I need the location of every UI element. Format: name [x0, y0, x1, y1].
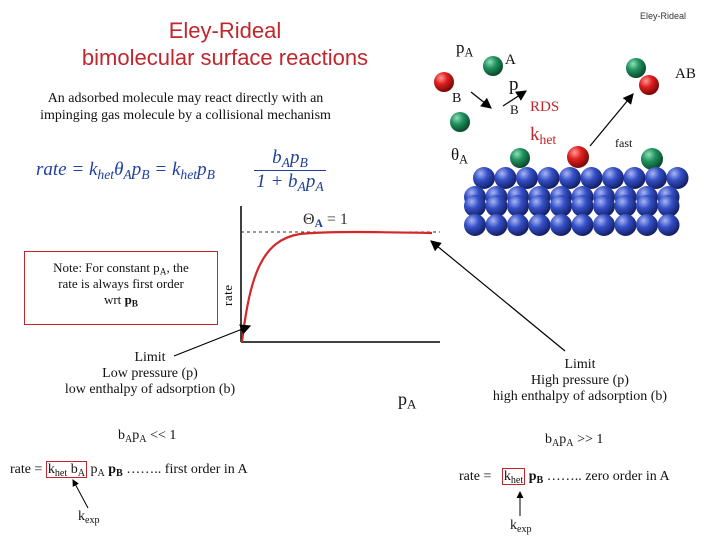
surface-atom [666, 167, 689, 189]
surface-atom [636, 195, 658, 217]
adsorbate-right-green [641, 148, 663, 170]
arrow-to-ab [589, 93, 634, 147]
surface-atom [464, 195, 486, 217]
surface-atom [593, 214, 615, 236]
label-B2: B [510, 102, 519, 117]
gas-molecule-B [434, 72, 454, 92]
title-line-2: bimolecular surface reactions [81, 45, 369, 70]
label-rds: RDS [530, 99, 560, 115]
surface-atom [657, 195, 680, 217]
surface-atom [593, 195, 615, 217]
label-pA: pA [456, 38, 474, 60]
surface-atom [485, 214, 508, 236]
eq-k: k [88, 159, 98, 180]
surface-atom [571, 195, 594, 217]
surface-lattice [464, 167, 689, 236]
label-AB: AB [675, 66, 696, 82]
rate-equation: rate = khetθApB = khetpB bApB 1 + bApA [36, 147, 336, 195]
high-khet-box: khet [501, 468, 526, 486]
surface-atom [485, 195, 508, 217]
note-line-1: Note: For constant pA, the [53, 260, 189, 278]
arrow-rds [502, 90, 528, 107]
surface-atom [528, 214, 551, 236]
low-rate-expression: rate = khet bA pA pB …….. first order in… [10, 461, 248, 479]
note-box: Note: For constant pA, the rate is alway… [24, 251, 218, 325]
title-line-1: Eley-Rideal [168, 18, 282, 43]
surface-atom [571, 214, 594, 236]
label-thetaA: θA [451, 145, 468, 167]
label-khet: khet [530, 124, 557, 147]
page-title: Eley-Rideal bimolecular surface reaction… [60, 17, 390, 71]
arrow-high-limit [430, 240, 566, 352]
surface-atom [614, 195, 637, 217]
product-AB-green [626, 58, 646, 78]
low-khet-box: khet bA [45, 461, 87, 479]
eq-theta: θ [114, 159, 124, 180]
eq-fraction: bApB 1 + bApA [254, 147, 326, 193]
surface-atom [657, 214, 680, 236]
intro-text: An adsorbed molecule may react directly … [40, 91, 331, 123]
label-fast: fast [615, 136, 633, 150]
limit-low-text: Limit Low pressure (p) low enthalpy of a… [64, 350, 236, 397]
surface-atom [602, 167, 624, 189]
note-line-2: rate is always first order [58, 276, 184, 291]
limit-high-text: Limit High pressure (p) high enthalpy of… [492, 357, 668, 404]
gas-molecule-A [483, 56, 503, 76]
surface-atom [636, 214, 658, 236]
corner-label: Eley-Rideal [640, 11, 687, 21]
product-AB-red [639, 75, 659, 95]
surface-atom [623, 167, 646, 189]
adsorbate-right-red [567, 146, 589, 168]
arrow-low-limit [173, 324, 252, 357]
label-A: A [505, 52, 516, 68]
y-axis-label: rate [220, 284, 235, 306]
surface-atom [550, 195, 572, 217]
high-kexp: kexp [510, 518, 532, 535]
note-line-3: wrt pB [103, 292, 139, 310]
surface-atom [464, 214, 486, 236]
surface-atom [507, 214, 529, 236]
low-pressure-condition: bApA << 1 [118, 428, 177, 445]
label-p: p [509, 74, 519, 95]
label-theta-equals-one: ΘA = 1 [303, 211, 348, 231]
surface-atom [550, 214, 572, 236]
adsorbed-molecule-A [450, 112, 470, 132]
high-rate-expression: rate = khet pB …….. zero order in A [459, 468, 670, 486]
surface-atom [528, 195, 551, 217]
surface-atom [473, 167, 495, 189]
eq-rate: rate [36, 159, 67, 180]
eq-p: p [131, 159, 142, 180]
surface-atom [507, 195, 529, 217]
surface-atom [559, 167, 581, 189]
surface-atom [614, 214, 637, 236]
rate-curve [240, 230, 433, 343]
low-kexp: kexp [78, 509, 100, 526]
arrow-p [470, 91, 492, 109]
surface-atom [645, 167, 667, 189]
adsorbate-left-green [510, 148, 530, 168]
x-axis-label: pA [398, 389, 417, 412]
surface-atom [537, 167, 560, 189]
surface-atom [516, 167, 538, 189]
high-pressure-condition: bApA >> 1 [545, 432, 604, 449]
label-B: B [452, 91, 462, 106]
surface-atom [580, 167, 603, 189]
surface-atom [494, 167, 517, 189]
